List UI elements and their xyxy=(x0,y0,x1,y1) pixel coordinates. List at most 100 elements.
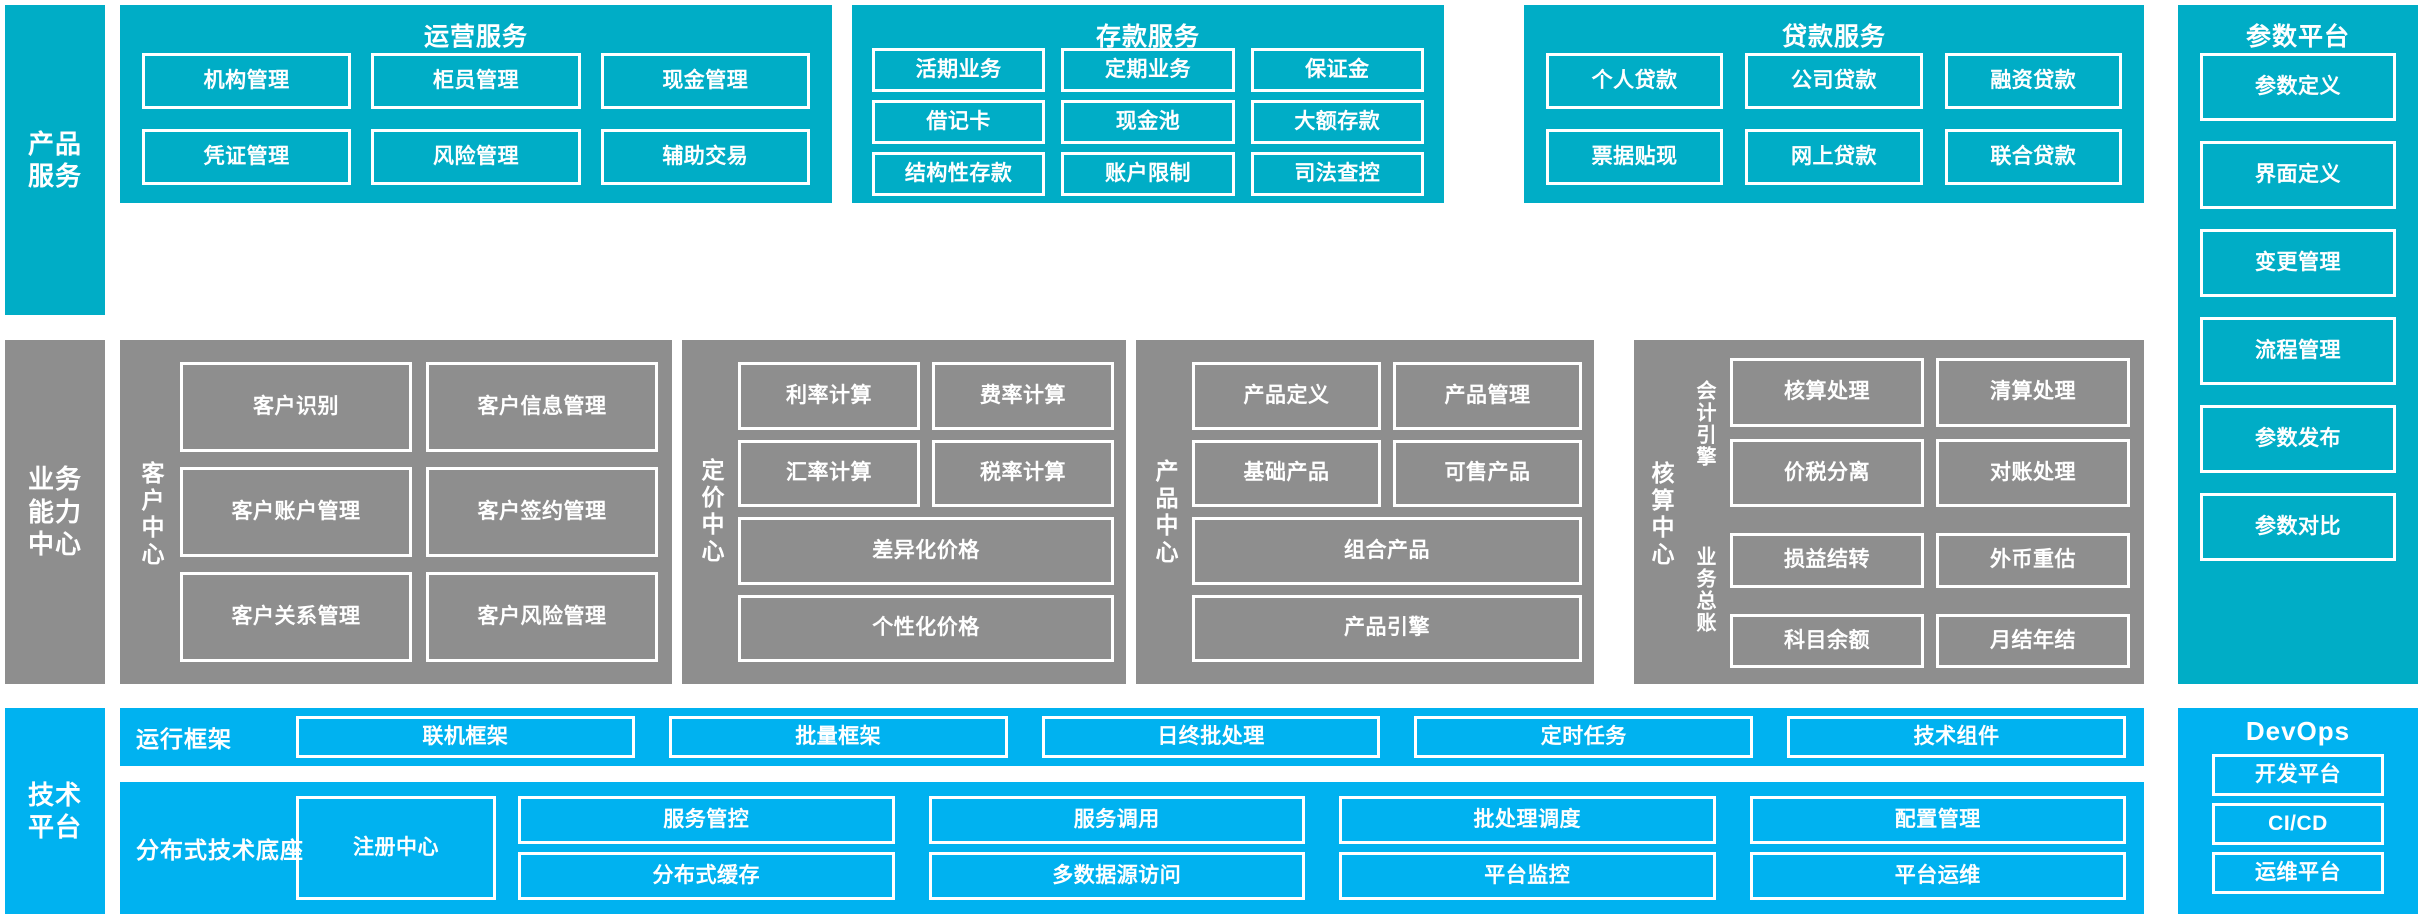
tile-bill-discount[interactable]: 票据贴现 xyxy=(1546,129,1724,185)
panel-loan-services: 贷款服务 个人贷款 公司贷款 融资贷款 票据贴现 网上贷款 联合贷款 xyxy=(1524,5,2144,203)
tile-sellable-product[interactable]: 可售产品 xyxy=(1393,439,1582,507)
tile-month-year-close[interactable]: 月结年结 xyxy=(1936,613,2130,668)
band-runtime-framework: 运行框架 联机框架 批量框架 日终批处理 定时任务 技术组件 xyxy=(120,708,2144,766)
tile-time-deposit[interactable]: 定期业务 xyxy=(1061,48,1235,92)
tile-parameter-publish[interactable]: 参数发布 xyxy=(2200,405,2396,473)
tile-settlement-processing[interactable]: 清算处理 xyxy=(1936,358,2130,427)
product-center-grid: 产品定义 产品管理 基础产品 可售产品 组合产品 产品引擎 xyxy=(1192,362,1582,662)
tile-large-deposit[interactable]: 大额存款 xyxy=(1250,100,1424,144)
tile-corporate-loan[interactable]: 公司贷款 xyxy=(1745,53,1923,109)
tile-foreign-currency-reval[interactable]: 外币重估 xyxy=(1936,533,2130,588)
tile-platform-operations[interactable]: 平台运维 xyxy=(1749,852,2126,900)
tile-structured-deposit[interactable]: 结构性存款 xyxy=(872,152,1046,196)
rail-product-service-label: 产品 服务 xyxy=(27,128,82,192)
tile-change-management[interactable]: 变更管理 xyxy=(2200,229,2396,297)
tile-financing-loan[interactable]: 融资贷款 xyxy=(1944,53,2122,109)
tile-parameter-compare[interactable]: 参数对比 xyxy=(2200,493,2396,561)
tile-differential-pricing[interactable]: 差异化价格 xyxy=(738,517,1114,585)
tile-batch-scheduling[interactable]: 批处理调度 xyxy=(1339,796,1716,844)
tile-customer-contract-mgmt[interactable]: 客户签约管理 xyxy=(426,467,658,557)
tile-account-balance[interactable]: 科目余额 xyxy=(1730,613,1924,668)
accounting-center-label: 核算中心 xyxy=(1648,461,1674,569)
tile-ci-cd[interactable]: CI/CD xyxy=(2212,803,2384,845)
tile-voucher-management[interactable]: 凭证管理 xyxy=(142,129,352,185)
tile-service-governance[interactable]: 服务管控 xyxy=(518,796,895,844)
tile-platform-monitoring[interactable]: 平台监控 xyxy=(1339,852,1716,900)
tile-account-restriction[interactable]: 账户限制 xyxy=(1061,152,1235,196)
tile-config-management[interactable]: 配置管理 xyxy=(1749,796,2126,844)
rail-product-service: 产品 服务 xyxy=(5,5,105,315)
tile-customer-relation-mgmt[interactable]: 客户关系管理 xyxy=(180,572,412,662)
tile-interest-rate-calc[interactable]: 利率计算 xyxy=(738,362,920,430)
tile-fee-rate-calc[interactable]: 费率计算 xyxy=(932,362,1114,430)
tile-service-invocation[interactable]: 服务调用 xyxy=(928,796,1305,844)
tile-cash-pool[interactable]: 现金池 xyxy=(1061,100,1235,144)
tile-product-management[interactable]: 产品管理 xyxy=(1393,362,1582,430)
tile-personal-loan[interactable]: 个人贷款 xyxy=(1546,53,1724,109)
tile-dev-platform[interactable]: 开发平台 xyxy=(2212,754,2384,796)
rail-tech-platform-label: 技术 平台 xyxy=(27,779,82,843)
tile-process-management[interactable]: 流程管理 xyxy=(2200,317,2396,385)
tile-product-engine[interactable]: 产品引擎 xyxy=(1192,594,1582,662)
tile-batch-framework[interactable]: 批量框架 xyxy=(668,716,1008,758)
panel-customer-center: 客户中心 客户识别 客户信息管理 客户账户管理 客户签约管理 客户关系管理 客户… xyxy=(120,340,672,684)
tile-teller-management[interactable]: 柜员管理 xyxy=(371,53,581,109)
tile-parameter-definition[interactable]: 参数定义 xyxy=(2200,53,2396,121)
tile-combined-product[interactable]: 组合产品 xyxy=(1192,517,1582,585)
accounting-engine-label: 会计引擎 xyxy=(1693,380,1715,468)
tile-registry-center[interactable]: 注册中心 xyxy=(296,796,496,900)
tile-tech-components[interactable]: 技术组件 xyxy=(1787,716,2126,758)
rail-business-capability-label: 业务 能力 中心 xyxy=(27,464,82,560)
tile-interface-definition[interactable]: 界面定义 xyxy=(2200,141,2396,209)
tile-accounting-processing[interactable]: 核算处理 xyxy=(1730,358,1924,427)
tile-reconciliation[interactable]: 对账处理 xyxy=(1936,438,2130,507)
deposit-services-grid: 活期业务 定期业务 保证金 借记卡 现金池 大额存款 结构性存款 账户限制 司法… xyxy=(864,48,1432,198)
tile-debit-card[interactable]: 借记卡 xyxy=(872,100,1046,144)
tile-cash-management[interactable]: 现金管理 xyxy=(600,53,810,109)
devops-title: DevOps xyxy=(2245,716,2351,746)
tile-org-management[interactable]: 机构管理 xyxy=(142,53,352,109)
tile-product-definition[interactable]: 产品定义 xyxy=(1192,362,1381,430)
panel-accounting-center: 核算中心 会计引擎 业务总账 核算处理 清算处理 价税分离 对账处理 损益结转 … xyxy=(1634,340,2144,684)
tile-base-product[interactable]: 基础产品 xyxy=(1192,439,1381,507)
pricing-center-label: 定价中心 xyxy=(698,458,724,566)
band-distributed-base: 分布式技术底座 注册中心 服务管控 服务调用 批处理调度 配置管理 分布式缓存 … xyxy=(120,782,2144,914)
tile-price-tax-separation[interactable]: 价税分离 xyxy=(1730,438,1924,507)
tile-exchange-rate-calc[interactable]: 汇率计算 xyxy=(738,439,920,507)
customer-center-label: 客户中心 xyxy=(138,461,164,569)
tile-distributed-cache[interactable]: 分布式缓存 xyxy=(518,852,895,900)
tile-tax-rate-calc[interactable]: 税率计算 xyxy=(932,439,1114,507)
runtime-framework-label: 运行框架 xyxy=(136,726,232,752)
tile-customer-info-mgmt[interactable]: 客户信息管理 xyxy=(426,362,658,452)
tile-margin-deposit[interactable]: 保证金 xyxy=(1250,48,1424,92)
tile-eod-batch[interactable]: 日终批处理 xyxy=(1041,716,1381,758)
tile-customer-risk-mgmt[interactable]: 客户风险管理 xyxy=(426,572,658,662)
tile-risk-management[interactable]: 风险管理 xyxy=(371,129,581,185)
tile-joint-loan[interactable]: 联合贷款 xyxy=(1944,129,2122,185)
tile-online-loan[interactable]: 网上贷款 xyxy=(1745,129,1923,185)
tile-personalized-pricing[interactable]: 个性化价格 xyxy=(738,594,1114,662)
tile-online-framework[interactable]: 联机框架 xyxy=(296,716,635,758)
runtime-framework-grid: 联机框架 批量框架 日终批处理 定时任务 技术组件 xyxy=(296,716,2126,758)
tile-customer-account-mgmt[interactable]: 客户账户管理 xyxy=(180,467,412,557)
devops-list: 开发平台 CI/CD 运维平台 xyxy=(2212,754,2384,894)
panel-deposit-services: 存款服务 活期业务 定期业务 保证金 借记卡 现金池 大额存款 结构性存款 账户… xyxy=(852,5,1444,203)
accounting-center-grid: 核算处理 清算处理 价税分离 对账处理 损益结转 外币重估 科目余额 月结年结 xyxy=(1730,358,2130,668)
tile-demand-deposit[interactable]: 活期业务 xyxy=(872,48,1046,92)
tile-profit-loss-carryover[interactable]: 损益结转 xyxy=(1730,533,1924,588)
tile-ops-platform[interactable]: 运维平台 xyxy=(2212,852,2384,894)
operation-services-grid: 机构管理 柜员管理 现金管理 凭证管理 风险管理 辅助交易 xyxy=(132,53,820,193)
panel-product-center: 产品中心 产品定义 产品管理 基础产品 可售产品 组合产品 产品引擎 xyxy=(1136,340,1594,684)
distributed-base-label: 分布式技术底座 xyxy=(136,837,304,863)
tile-auxiliary-trade[interactable]: 辅助交易 xyxy=(600,129,810,185)
panel-parameter-platform-title: 参数平台 xyxy=(2245,23,2350,51)
pricing-center-grid: 利率计算 费率计算 汇率计算 税率计算 差异化价格 个性化价格 xyxy=(738,362,1114,662)
distributed-base-grid: 服务管控 服务调用 批处理调度 配置管理 分布式缓存 多数据源访问 平台监控 平… xyxy=(518,796,2126,900)
rail-business-capability: 业务 能力 中心 xyxy=(5,340,105,684)
tile-scheduled-task[interactable]: 定时任务 xyxy=(1414,716,1754,758)
tile-customer-identification[interactable]: 客户识别 xyxy=(180,362,412,452)
tile-multi-datasource[interactable]: 多数据源访问 xyxy=(928,852,1305,900)
tile-judicial-control[interactable]: 司法查控 xyxy=(1250,152,1424,196)
business-ledger-label: 业务总账 xyxy=(1693,546,1715,634)
